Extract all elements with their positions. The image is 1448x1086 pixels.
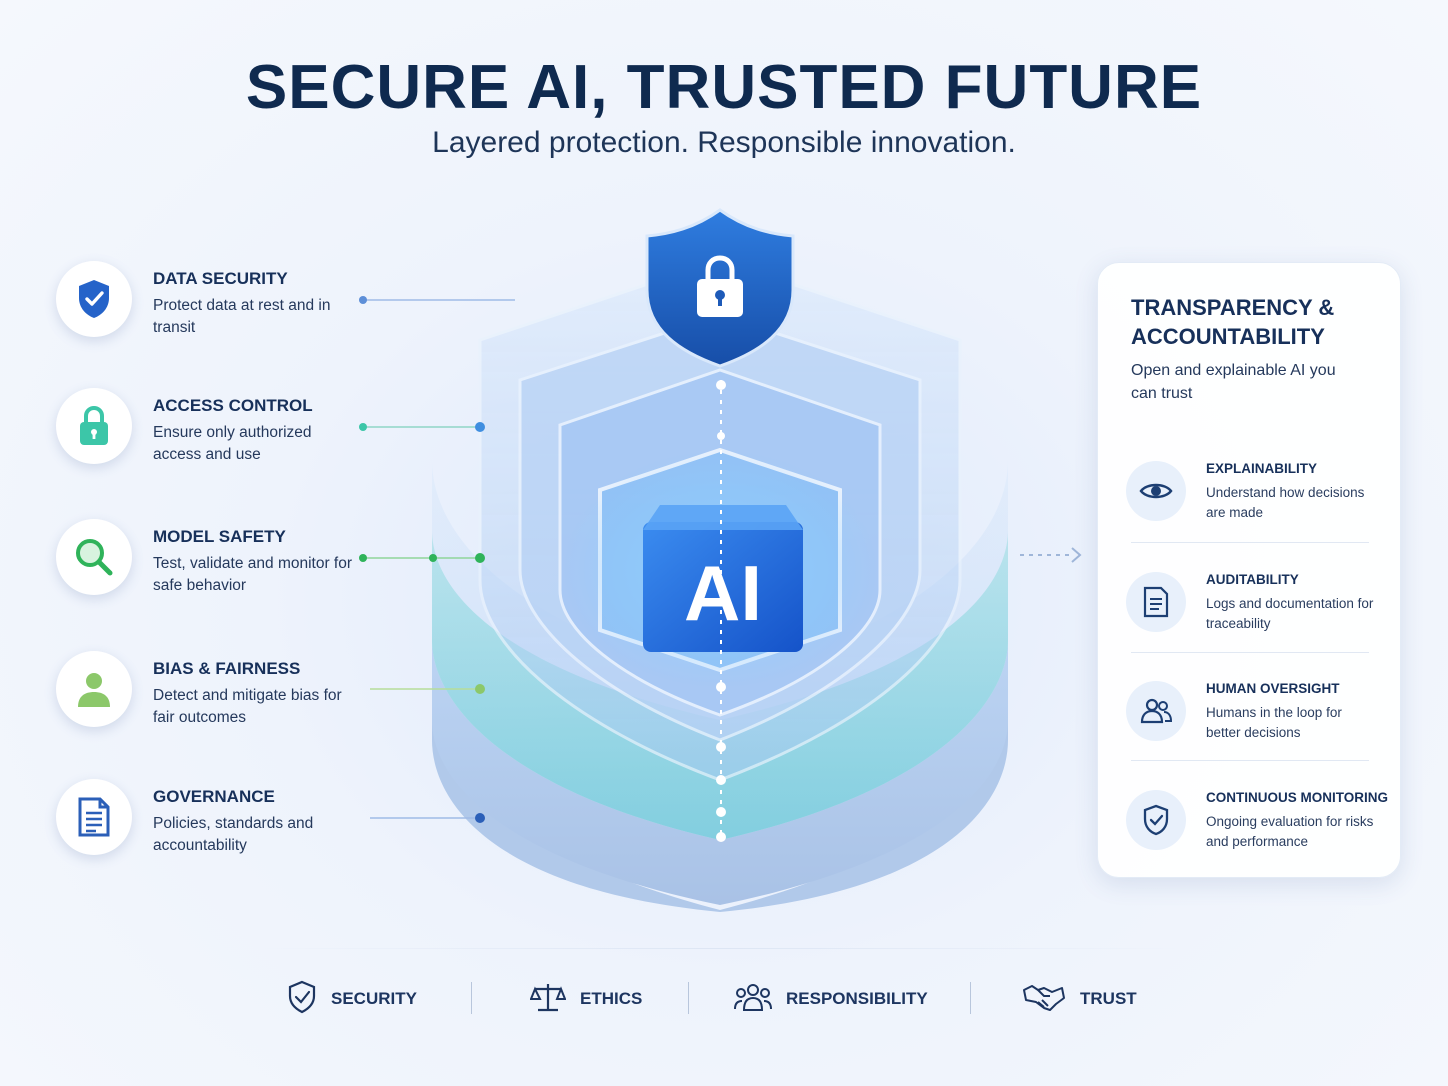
shield-check-icon — [1126, 790, 1186, 850]
left-item-title: ACCESS CONTROL — [153, 396, 313, 415]
ai-core-label: AI — [684, 549, 762, 637]
value-label: TRUST — [1080, 989, 1137, 1008]
left-item-desc: Ensure only authorized access and use — [153, 424, 312, 463]
panel-item-explainability: EXPLAINABILITY Understand how decisions … — [1126, 453, 1386, 543]
value-label: ETHICS — [580, 989, 643, 1008]
value-responsibility: RESPONSIBILITY — [734, 974, 928, 1024]
panel-item-auditability: AUDITABILITY Logs and documentation for … — [1126, 564, 1386, 654]
magnifier-icon — [56, 519, 132, 595]
bottom-values-bar: SECURITY ETHICS RESPONSIBILITY TRUST — [0, 974, 1448, 1024]
left-item-title: MODEL SAFETY — [153, 527, 286, 546]
separator — [688, 982, 689, 1014]
transparency-panel: TRANSPARENCY & ACCOUNTABILITY Open and e… — [1097, 262, 1401, 878]
left-item-title: DATA SECURITY — [153, 269, 288, 288]
panel-item-desc: Humans in the loop for better decisions — [1206, 705, 1342, 740]
log-document-icon — [1126, 572, 1186, 632]
panel-item-desc: Logs and documentation for traceability — [1206, 596, 1374, 631]
eye-icon — [1126, 461, 1186, 521]
panel-item-human-oversight: HUMAN OVERSIGHT Humans in the loop for b… — [1126, 673, 1386, 763]
panel-item-title: HUMAN OVERSIGHT — [1206, 681, 1340, 696]
layered-ai-illustration: AI — [359, 208, 1082, 912]
left-item-desc: Test, validate and monitor for safe beha… — [153, 555, 353, 594]
panel-item-continuous-monitoring: CONTINUOUS MONITORING Ongoing evaluation… — [1126, 782, 1388, 872]
shield-check-icon — [287, 980, 317, 1019]
value-security: SECURITY — [287, 974, 417, 1024]
panel-item-desc: Understand how decisions are made — [1206, 485, 1365, 520]
value-label: RESPONSIBILITY — [786, 989, 928, 1008]
separator — [970, 982, 971, 1014]
panel-subtitle: Open and explainable AI you can trust — [1131, 362, 1336, 402]
users-icon — [1126, 681, 1186, 741]
divider — [1131, 542, 1369, 543]
shield-lock-icon — [645, 208, 795, 368]
panel-item-title: EXPLAINABILITY — [1206, 461, 1318, 476]
separator — [471, 982, 472, 1014]
handshake-icon — [1022, 982, 1066, 1017]
person-icon — [56, 651, 132, 727]
left-item-model-safety: MODEL SAFETY Test, validate and monitor … — [56, 519, 386, 599]
value-label: SECURITY — [331, 989, 417, 1008]
panel-item-title: AUDITABILITY — [1206, 572, 1299, 587]
panel-title: TRANSPARENCY & ACCOUNTABILITY — [1131, 295, 1335, 349]
divider — [1131, 652, 1369, 653]
scales-icon — [529, 981, 567, 1018]
page-title: SECURE AI, TRUSTED FUTURE — [245, 53, 1203, 122]
left-item-desc: Detect and mitigate bias for fair outcom… — [153, 687, 342, 726]
left-item-title: BIAS & FAIRNESS — [153, 659, 301, 678]
left-item-desc: Protect data at rest and in transit — [153, 297, 331, 336]
left-item-data-security: DATA SECURITY Protect data at rest and i… — [56, 261, 386, 341]
divider — [1131, 760, 1369, 761]
bottom-divider — [250, 948, 1190, 949]
team-icon — [734, 982, 772, 1017]
page-subtitle: Layered protection. Responsible innovati… — [432, 126, 1016, 159]
left-item-governance: GOVERNANCE Policies, standards and accou… — [56, 779, 386, 859]
shield-check-icon — [56, 261, 132, 337]
left-item-bias-fairness: BIAS & FAIRNESS Detect and mitigate bias… — [56, 651, 386, 731]
left-item-title: GOVERNANCE — [153, 787, 275, 806]
document-icon — [56, 779, 132, 855]
panel-item-desc: Ongoing evaluation for risks and perform… — [1206, 814, 1374, 849]
left-item-desc: Policies, standards and accountability — [153, 815, 314, 854]
value-ethics: ETHICS — [529, 974, 643, 1024]
panel-item-title: CONTINUOUS MONITORING — [1206, 790, 1388, 805]
value-trust: TRUST — [1022, 974, 1137, 1024]
padlock-icon — [56, 388, 132, 464]
left-item-access-control: ACCESS CONTROL Ensure only authorized ac… — [56, 388, 386, 468]
